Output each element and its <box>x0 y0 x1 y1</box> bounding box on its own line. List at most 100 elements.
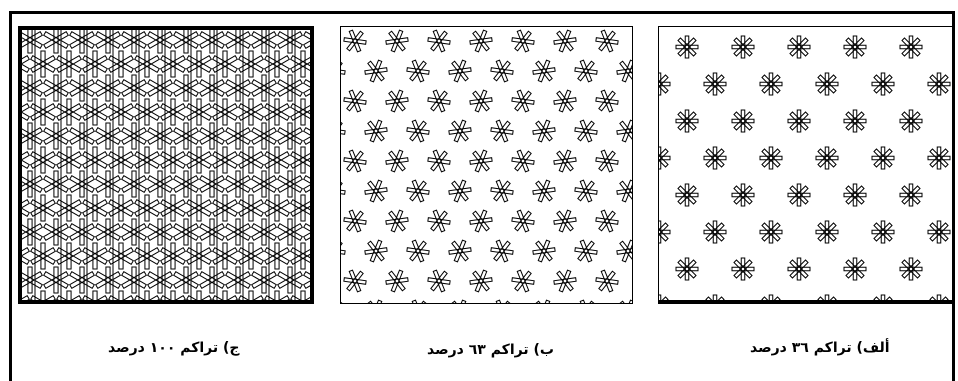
star-motif-icon <box>900 36 922 58</box>
star-motif-icon <box>341 87 369 115</box>
star-motif-icon <box>291 51 310 77</box>
star-motif-icon <box>239 99 264 125</box>
star-motif-icon <box>213 195 238 221</box>
star-motif-icon <box>446 57 474 85</box>
star-motif-icon <box>22 243 29 269</box>
star-motif-icon <box>187 51 212 77</box>
star-motif-icon <box>425 87 453 115</box>
star-motif-icon <box>252 75 277 101</box>
star-motif-icon <box>593 27 621 55</box>
star-motif-icon <box>174 75 199 101</box>
star-motif-icon <box>148 219 173 245</box>
star-motif-icon <box>226 123 251 149</box>
star-motif-icon <box>467 267 495 295</box>
star-motif-icon <box>446 237 474 265</box>
star-motif-icon <box>572 177 600 205</box>
star-motif-icon <box>265 291 290 300</box>
star-motif-icon <box>659 221 670 243</box>
panel-density-63 <box>340 26 633 304</box>
star-motif-icon <box>31 243 56 269</box>
star-motif-icon <box>900 110 922 132</box>
star-motif-icon <box>96 267 121 293</box>
star-motif-icon <box>760 147 782 169</box>
star-motif-icon <box>174 219 199 245</box>
star-motif-icon <box>83 99 108 125</box>
star-motif-icon <box>676 184 698 206</box>
star-motif-icon <box>614 177 632 205</box>
star-motif-icon <box>928 147 950 169</box>
star-motif-icon <box>135 243 160 269</box>
star-motif-icon <box>404 237 432 265</box>
star-motif-icon <box>872 147 894 169</box>
tiling-pattern-100 <box>22 30 310 300</box>
star-motif-icon <box>83 147 108 173</box>
star-motif-icon <box>676 110 698 132</box>
star-motif-icon <box>57 51 82 77</box>
star-motif-icon <box>22 195 29 221</box>
star-motif-icon <box>446 117 474 145</box>
star-motif-icon <box>341 117 348 145</box>
star-motif-icon <box>213 147 238 173</box>
star-motif-icon <box>44 171 69 197</box>
star-motif-icon <box>659 147 670 169</box>
star-motif-icon <box>362 177 390 205</box>
star-motif-icon <box>122 267 147 293</box>
star-motif-icon <box>304 123 310 149</box>
star-motif-icon <box>530 297 558 303</box>
star-motif-icon <box>239 51 264 77</box>
star-motif-icon <box>200 123 225 149</box>
star-motif-icon <box>732 184 754 206</box>
star-motif-icon <box>760 73 782 95</box>
star-motif-icon <box>57 291 82 300</box>
star-motif-icon <box>732 258 754 280</box>
star-motif-icon <box>844 110 866 132</box>
star-motif-icon <box>593 147 621 175</box>
star-motif-icon <box>200 171 225 197</box>
star-motif-icon <box>226 30 251 53</box>
star-motif-icon <box>44 219 69 245</box>
star-motif-icon <box>213 51 238 77</box>
star-motif-icon <box>872 295 894 300</box>
star-motif-icon <box>488 177 516 205</box>
star-motif-icon <box>900 184 922 206</box>
star-motif-icon <box>70 267 95 293</box>
star-motif-icon <box>96 219 121 245</box>
star-motif-icon <box>22 171 42 197</box>
star-motif-icon <box>732 110 754 132</box>
star-motif-icon <box>788 36 810 58</box>
star-motif-icon <box>31 51 56 77</box>
star-motif-icon <box>509 207 537 235</box>
star-motif-icon <box>404 57 432 85</box>
star-motif-icon <box>135 51 160 77</box>
star-motif-icon <box>928 221 950 243</box>
star-motif-icon <box>148 75 173 101</box>
star-motif-icon <box>265 243 290 269</box>
star-motif-icon <box>816 73 838 95</box>
star-motif-icon <box>928 295 950 300</box>
star-motif-icon <box>446 297 474 303</box>
star-motif-icon <box>467 207 495 235</box>
star-motif-icon <box>467 147 495 175</box>
star-motif-icon <box>530 237 558 265</box>
star-motif-icon <box>148 123 173 149</box>
star-motif-icon <box>22 267 42 293</box>
star-motif-icon <box>70 75 95 101</box>
star-motif-icon <box>187 243 212 269</box>
star-motif-icon <box>239 291 264 300</box>
star-motif-icon <box>304 267 310 293</box>
star-motif-icon <box>844 258 866 280</box>
star-motif-icon <box>83 195 108 221</box>
star-motif-icon <box>83 51 108 77</box>
star-motif-icon <box>161 99 186 125</box>
star-motif-icon <box>509 87 537 115</box>
star-motif-icon <box>226 171 251 197</box>
star-motif-icon <box>174 30 199 53</box>
star-motif-icon <box>816 221 838 243</box>
star-motif-icon <box>265 51 290 77</box>
star-motif-icon <box>425 27 453 55</box>
star-motif-icon <box>760 221 782 243</box>
caption-density-36: ألف) تراکم ٣٦ درصد <box>750 340 890 356</box>
star-motif-icon <box>135 291 160 300</box>
star-motif-icon <box>291 291 310 300</box>
star-motif-icon <box>659 73 670 95</box>
